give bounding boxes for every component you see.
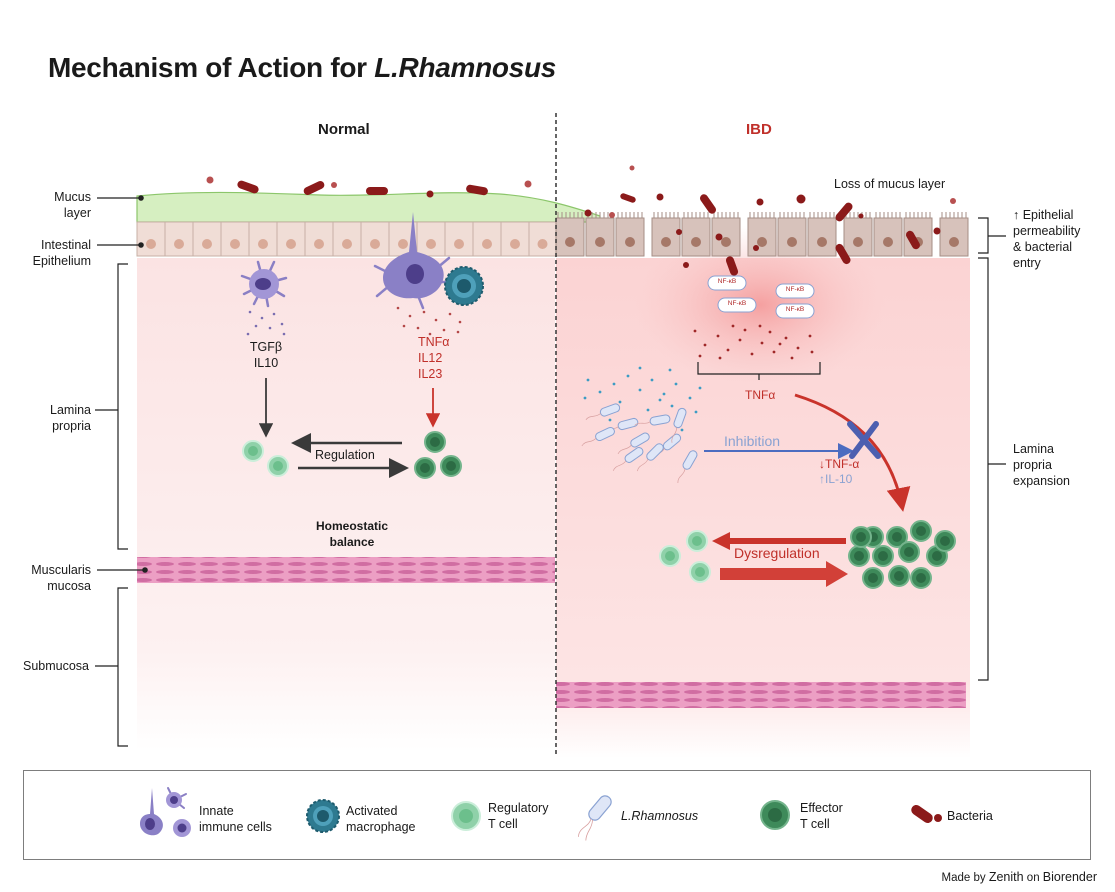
innate-immune-cell [240, 260, 288, 308]
bacteria-normal [206, 176, 532, 198]
l-rhamnosus-cluster [581, 366, 702, 484]
effector-t-cells-normal [414, 431, 462, 479]
inhibition-block-x [847, 421, 881, 459]
activated-macrophage [444, 266, 484, 306]
label-tnf-il10: ↓TNF-α↑IL-10 [819, 457, 860, 486]
label-tnfa: TNFα [745, 388, 776, 402]
credit-line: Made by Zenith on Biorender [941, 870, 1097, 884]
legend [23, 770, 1091, 860]
effector-t-cell-icon [760, 800, 790, 830]
label-inhibition: Inhibition [724, 433, 781, 449]
tnfa-bracket [697, 362, 821, 380]
right-brackets [978, 217, 1006, 681]
left-brackets [95, 195, 148, 747]
nfkb-label-3: NF-κB [785, 286, 805, 293]
panel-header-ibd: IBD [746, 121, 772, 138]
panel-header-normal: Normal [318, 121, 370, 138]
activated-macrophage-icon [306, 799, 340, 833]
bacteria-ibd [584, 165, 956, 276]
legend-icons [140, 787, 942, 841]
epithelium-normal [136, 221, 557, 257]
legend-bacteria: Bacteria [947, 809, 993, 823]
legend-l-rhamnosus: L.Rhamnosus [621, 809, 699, 823]
label-dysregulation: Dysregulation [734, 545, 820, 561]
cytokine-dots-normal [246, 306, 462, 336]
nfkb-label-2: NF-κB [727, 300, 747, 307]
bacteria-icon [911, 804, 942, 824]
lamina-propria-normal [137, 258, 555, 750]
innate-immune-cells-icon [140, 787, 191, 837]
mucus-layer [136, 191, 601, 223]
regulatory-t-cells-ibd [659, 530, 711, 583]
tnfa-dots [693, 324, 814, 360]
effector-t-cells-ibd [848, 520, 956, 589]
label-loss-mucus: Loss of mucus layer [834, 177, 946, 191]
dysregulation-arrows [712, 532, 848, 587]
tnfa-curved-arrow [794, 393, 911, 512]
nfkb-label-1: NF-κB [717, 278, 737, 285]
inflammation-zone [635, 225, 885, 385]
label-regulation: Regulation [315, 448, 375, 462]
l-rhamnosus-icon [577, 795, 612, 841]
regulatory-t-cell-icon [451, 801, 481, 831]
nfkb-label-4: NF-κB [785, 306, 805, 313]
label-submucosa: Submucosa [22, 659, 89, 673]
page-title: Mechanism of Action for L.Rhamnosus [48, 52, 557, 83]
nfkb-pills [707, 275, 815, 319]
dendritic-cell [373, 212, 453, 310]
regulatory-t-cells-normal [242, 440, 289, 477]
